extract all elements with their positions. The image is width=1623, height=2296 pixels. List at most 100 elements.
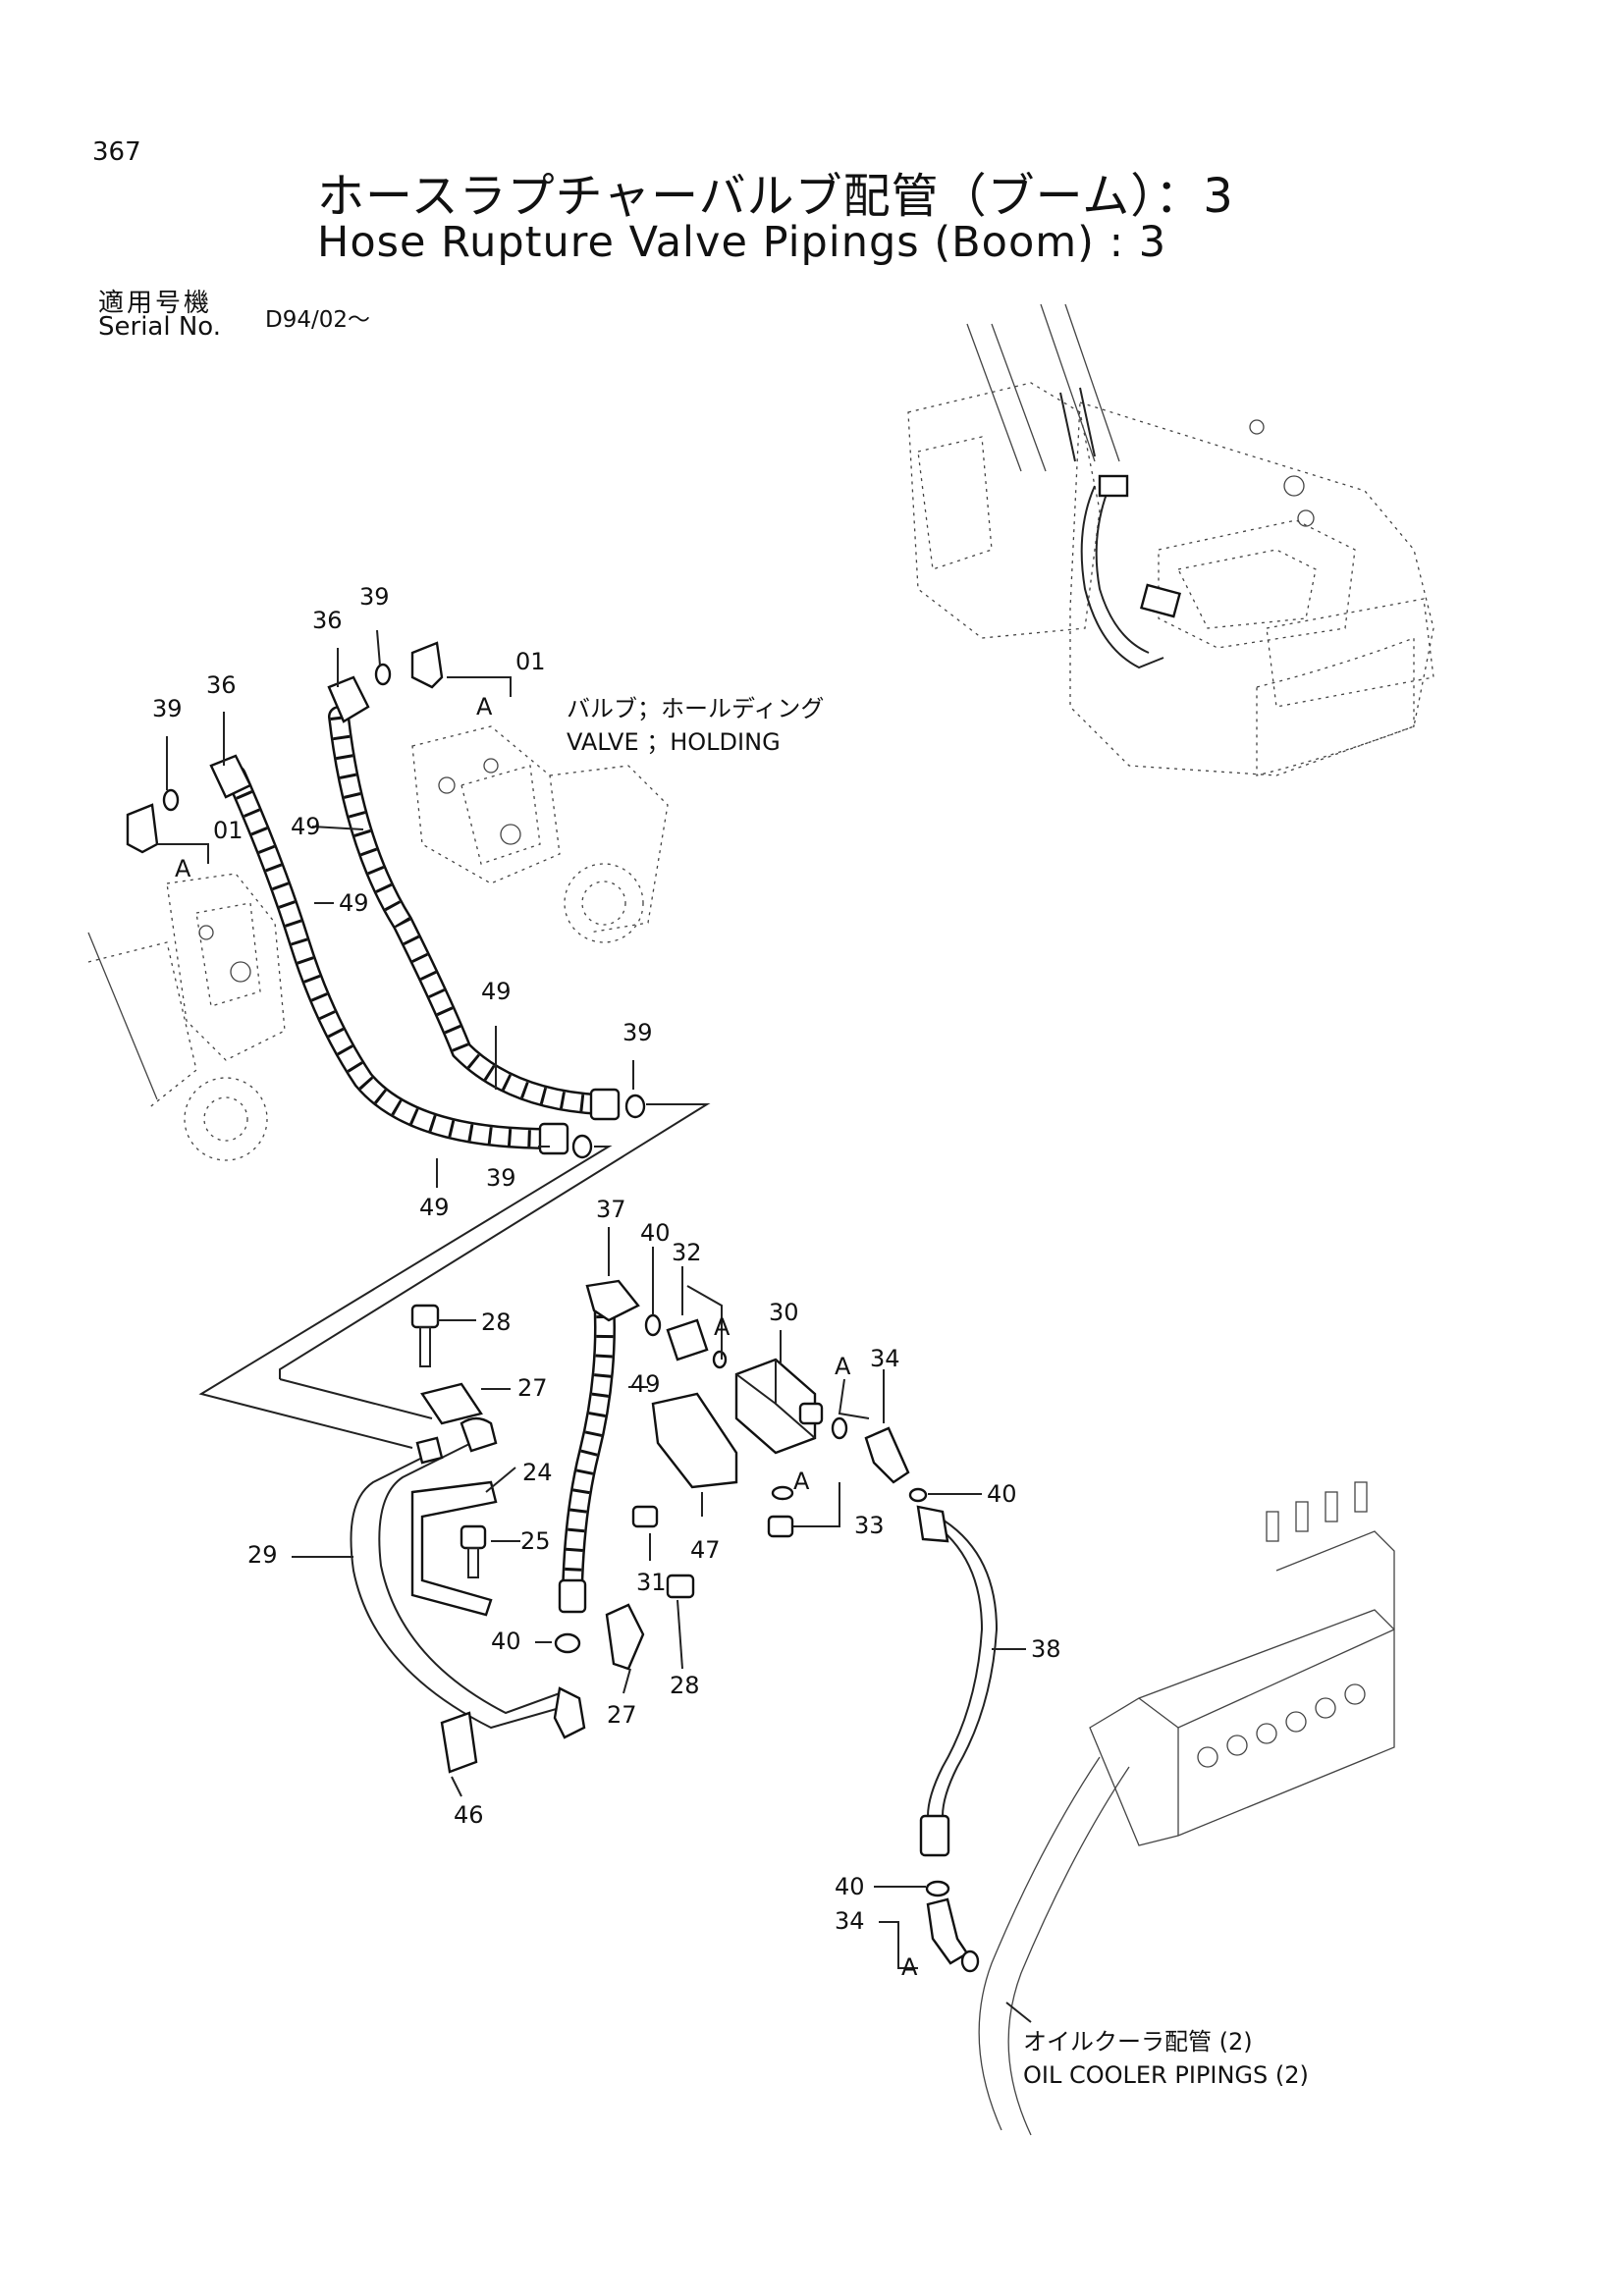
callout-40: 40 — [491, 1628, 521, 1655]
elbow-34-upper — [864, 1426, 910, 1484]
callout-49: 49 — [481, 978, 512, 1005]
bolt-28 — [410, 1304, 440, 1329]
callout-01: 01 — [213, 817, 243, 844]
callout-a: A — [835, 1353, 851, 1380]
o-ring-40 — [925, 1880, 950, 1897]
elbow-34-lower — [926, 1897, 969, 1965]
o-ring-40 — [831, 1416, 848, 1440]
bracket-47 — [651, 1392, 738, 1489]
hose-49-upper — [328, 706, 610, 1115]
o-ring-39 — [571, 1134, 593, 1159]
bolt-28-lower — [666, 1574, 695, 1599]
callout-40: 40 — [640, 1219, 671, 1247]
hose-fitting — [538, 1122, 569, 1155]
bolt-25-shank — [467, 1547, 479, 1578]
route-line — [279, 1103, 711, 1379]
callout-30: 30 — [769, 1299, 799, 1326]
callout-38: 38 — [1031, 1635, 1061, 1663]
callout-28: 28 — [481, 1308, 512, 1336]
o-ring-39 — [624, 1094, 646, 1119]
pipe-fitting — [553, 1686, 586, 1739]
callout-40: 40 — [987, 1480, 1017, 1508]
hose-fitting — [589, 1088, 621, 1121]
valve-note-en: VALVE ；HOLDING — [567, 728, 781, 756]
callout-36: 36 — [206, 671, 237, 699]
callout-49: 49 — [291, 813, 321, 840]
o-ring-40 — [908, 1487, 928, 1503]
elbow-36-upper — [327, 675, 370, 723]
callout-27: 27 — [607, 1701, 637, 1729]
page-title-en: Hose Rupture Valve Pipings (Boom) : 3 — [317, 218, 1167, 267]
callout-a: A — [901, 1953, 918, 1981]
leader-lines — [157, 629, 1032, 2023]
callout-33: 33 — [854, 1512, 885, 1539]
o-ring-a — [771, 1485, 794, 1501]
callout-49: 49 — [339, 889, 369, 917]
callout-49: 49 — [630, 1370, 661, 1398]
callout-28: 28 — [670, 1672, 700, 1699]
clamp-27 — [420, 1382, 483, 1425]
route-line — [198, 1146, 613, 1449]
elbow-37 — [585, 1279, 640, 1322]
route-line — [279, 1378, 433, 1419]
o-ring-40 — [712, 1350, 728, 1369]
serial-label-en: Serial No. — [98, 312, 221, 342]
callout-25: 25 — [520, 1527, 551, 1555]
bolt-25 — [460, 1524, 487, 1550]
o-ring-40 — [554, 1632, 581, 1654]
valve-note-jp: バルブ；ホールディング — [567, 695, 824, 722]
hose-49-vertical — [562, 1285, 616, 1601]
o-ring-39 — [162, 788, 180, 812]
callout-34: 34 — [870, 1345, 900, 1372]
holding-valve-right — [411, 725, 669, 943]
page-number: 367 — [92, 137, 141, 167]
o-ring-39 — [374, 663, 392, 686]
callout-a: A — [476, 693, 493, 721]
callout-36: 36 — [312, 607, 343, 634]
hose-38 — [916, 1505, 999, 1857]
page-title-jp: ホースラプチャーバルブ配管（ブーム）：3 — [317, 169, 1234, 224]
serial-label-jp: 適用号機 — [98, 289, 213, 318]
callout-40: 40 — [835, 1873, 865, 1900]
callout-27: 27 — [517, 1374, 548, 1402]
adapter-32 — [666, 1318, 709, 1362]
callout-29: 29 — [247, 1541, 278, 1569]
callout-39: 39 — [152, 695, 183, 722]
bolt-33 — [767, 1515, 794, 1538]
callout-labels: 39 36 01 A 36 39 01 A 49 49 49 39 49 39 … — [152, 583, 1061, 1981]
callout-34: 34 — [835, 1907, 865, 1935]
callout-47: 47 — [690, 1536, 721, 1564]
connector-01-lower — [126, 803, 159, 854]
o-ring-a — [960, 1949, 980, 1973]
bracket-24 — [410, 1480, 498, 1617]
bolt-31 — [631, 1505, 659, 1528]
elbow-36-lower — [209, 754, 252, 799]
o-ring-40 — [644, 1313, 662, 1337]
control-valve-block — [978, 1481, 1395, 2136]
callout-a: A — [793, 1468, 810, 1495]
callout-37: 37 — [596, 1196, 626, 1223]
callout-49: 49 — [419, 1194, 450, 1221]
connector-01-upper — [410, 641, 444, 689]
clamp-46 — [440, 1711, 478, 1774]
callout-31: 31 — [636, 1569, 667, 1596]
pipe-29 — [350, 1416, 561, 1730]
callout-39: 39 — [622, 1019, 653, 1046]
block-30 — [734, 1358, 824, 1455]
holding-valve-left — [87, 873, 286, 1161]
callout-39: 39 — [486, 1164, 516, 1192]
clamp-27-lower — [605, 1603, 645, 1671]
callout-32: 32 — [672, 1239, 702, 1266]
cooler-note-jp: オイルクーラ配管 (2) — [1023, 2028, 1253, 2056]
callout-a: A — [175, 855, 191, 882]
excavator-overview-sketch — [907, 303, 1434, 776]
callout-a: A — [714, 1313, 730, 1341]
callout-24: 24 — [522, 1459, 553, 1486]
serial-value: D94/02～ — [265, 307, 370, 333]
callout-01: 01 — [515, 648, 546, 675]
callout-46: 46 — [454, 1801, 484, 1829]
hose-fitting — [558, 1578, 587, 1614]
bolt-28-shank — [419, 1326, 431, 1367]
cooler-note-en: OIL COOLER PIPINGS (2) — [1023, 2061, 1309, 2089]
